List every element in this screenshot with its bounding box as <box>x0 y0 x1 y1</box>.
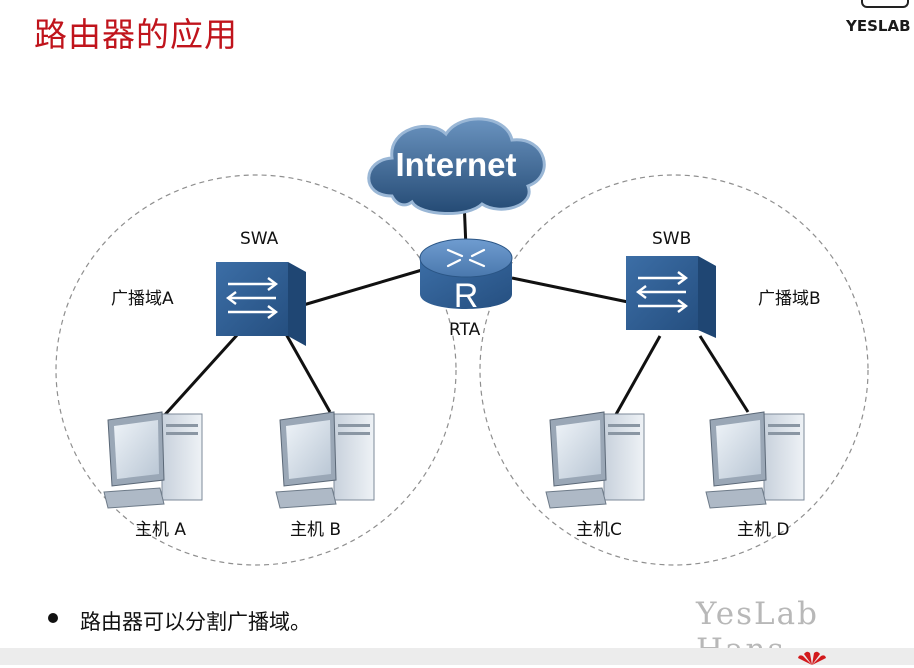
link-swa-rta <box>299 268 423 308</box>
cloud-icon <box>367 117 546 215</box>
cloud-label: Internet <box>395 146 516 183</box>
bullet-icon <box>48 613 58 623</box>
link-swa-hostb <box>284 333 332 413</box>
footer-bar <box>0 648 914 665</box>
broadcast-domain-b-boundary <box>479 174 869 566</box>
page-title: 路由器的应用 <box>34 15 238 54</box>
bullet-text: 路由器可以分割广播域。 <box>80 610 311 634</box>
computer-host-c-icon <box>545 411 645 509</box>
link-rta-swb <box>511 276 629 304</box>
router-label: RTA <box>449 320 481 340</box>
router-icon <box>419 238 513 309</box>
switch-swb-label: SWB <box>652 229 692 249</box>
host-d-label: 主机 D <box>737 520 790 540</box>
yeslab-logo-icon <box>861 0 909 8</box>
yeslab-logo-text: YESLAB <box>846 17 911 35</box>
host-a-label: 主机 A <box>135 520 187 540</box>
switch-swa-icon <box>216 262 306 346</box>
links <box>160 199 750 420</box>
broadcast-domain-a-label: 广播域A <box>111 289 174 309</box>
computer-host-a-icon <box>103 411 203 509</box>
link-swb-hostc <box>612 335 662 419</box>
computer-host-b-icon <box>275 411 375 509</box>
link-swa-hosta <box>160 332 240 420</box>
host-b-label: 主机 B <box>290 520 342 540</box>
link-swb-hostd <box>698 335 750 413</box>
broadcast-domain-a-boundary <box>55 174 457 566</box>
switch-swb-icon <box>626 256 716 338</box>
computer-host-d-icon <box>705 411 805 509</box>
huawei-logo-icon <box>798 651 826 665</box>
host-c-label: 主机C <box>576 520 622 540</box>
router-letter: R <box>454 277 479 315</box>
switch-swa-label: SWA <box>240 229 279 249</box>
broadcast-domain-b-label: 广播域B <box>758 289 821 309</box>
